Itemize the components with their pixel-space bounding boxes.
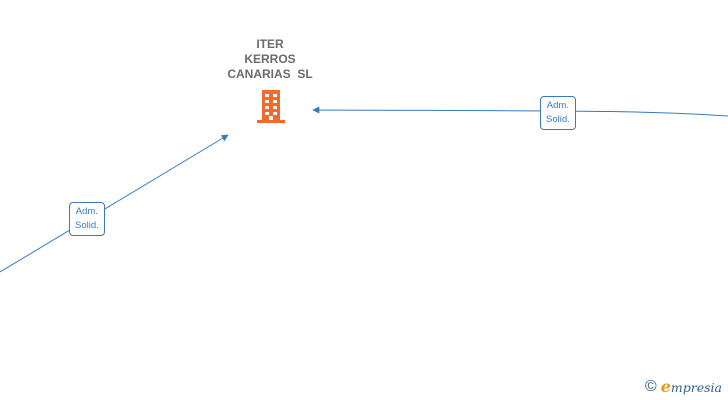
company-name-line-2: KERROS [244, 52, 296, 66]
relation-label-left[interactable]: Adm. Solid. [69, 202, 105, 236]
brand-logo-rest: mpresia [670, 380, 722, 395]
relation-label-top[interactable]: Adm. Solid. [540, 96, 576, 130]
company-name-line-3: CANARIAS SL [227, 67, 313, 81]
copyright-icon: © [644, 377, 657, 395]
company-name[interactable]: ITER KERROS CANARIAS SL [200, 37, 340, 82]
brand-logo: empresia [661, 377, 722, 396]
edge-left[interactable] [0, 134, 229, 273]
empresia-watermark[interactable]: © empresia [645, 377, 722, 396]
edge-top[interactable] [312, 106, 728, 117]
relation-label-line-1: Adm. [546, 100, 569, 111]
relation-label-line-1: Adm. [75, 206, 98, 217]
relation-label-line-2: Solid. [546, 114, 570, 125]
company-name-line-1: ITER [256, 37, 284, 51]
brand-logo-initial: e [660, 377, 671, 396]
building-icon[interactable] [254, 88, 288, 124]
relation-label-line-2: Solid. [75, 220, 99, 231]
